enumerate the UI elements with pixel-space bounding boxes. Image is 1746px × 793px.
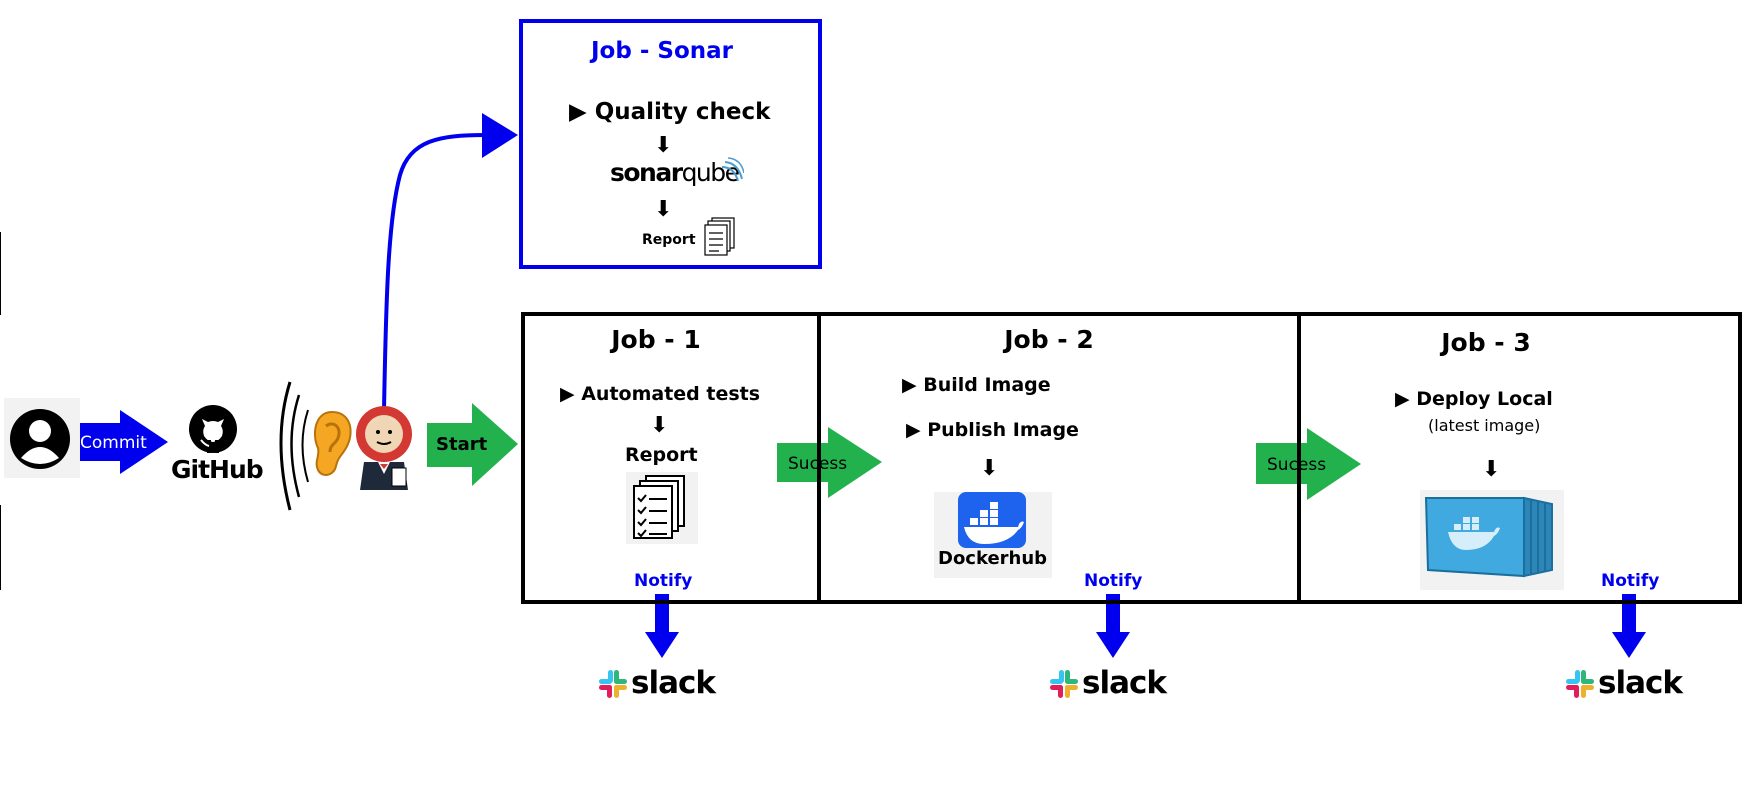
- job-1-report-label: Report: [625, 444, 698, 466]
- job-2-step-publish-image: ▶ Publish Image: [906, 419, 1079, 441]
- job-3-title: Job - 3: [1441, 328, 1531, 357]
- start-arrow: [427, 403, 518, 486]
- job-3-notify-label: Notify: [1601, 571, 1660, 591]
- success-label-2: Sucess: [1267, 455, 1327, 475]
- slack-wordmark: slack: [1082, 665, 1167, 701]
- slack-logo-2: slack: [1049, 665, 1167, 704]
- sonar-trigger-curve: [382, 133, 486, 411]
- job-2-title: Job - 2: [1004, 325, 1094, 354]
- github-icon: [188, 404, 238, 454]
- start-label: Start: [436, 434, 488, 455]
- success-arrow-1: [777, 427, 882, 498]
- container-icon: [1420, 490, 1564, 595]
- job-2-down-arrow: ⬇: [980, 455, 999, 480]
- sonar-trigger-arrowhead: [482, 113, 518, 158]
- job-3-step-deploy-local: ▶ Deploy Local: [1395, 388, 1553, 410]
- job-divider-1: [817, 312, 821, 604]
- sonarqube-logo: sonarqube: [610, 158, 740, 187]
- report-icon: [704, 217, 736, 262]
- slack-logo-1: slack: [598, 665, 716, 704]
- job-3-step-sub: (latest image): [1428, 416, 1541, 435]
- pipeline-box: [521, 312, 1742, 604]
- job-1-step-automated-tests: ▶ Automated tests: [560, 383, 761, 405]
- commit-label: Commit: [80, 433, 147, 453]
- slack-icon: [1050, 670, 1078, 698]
- sonar-down-arrow-1: ⬇: [654, 132, 673, 157]
- job-2-notify-label: Notify: [1084, 571, 1143, 591]
- success-arrow-2: [1256, 428, 1361, 500]
- job-1-notify-label: Notify: [634, 571, 693, 591]
- success-label-1: Sucess: [788, 454, 848, 474]
- sonar-down-arrow-2: ⬇: [654, 196, 673, 221]
- signal-waves-icon: [279, 381, 309, 511]
- sonarqube-waves-icon: [720, 157, 745, 188]
- job-1-down-arrow: ⬇: [650, 412, 669, 437]
- slack-icon: [1566, 670, 1594, 698]
- github-label: GitHub: [171, 455, 264, 484]
- slack-icon: [599, 670, 627, 698]
- user-icon: [4, 398, 80, 478]
- notify-arrow-1: [645, 594, 679, 658]
- job-2-step-build-image: ▶ Build Image: [902, 374, 1051, 396]
- job-sonar-title: Job - Sonar: [591, 38, 733, 64]
- notify-arrow-3: [1612, 594, 1646, 658]
- sonar-step-quality-check: ▶ Quality check: [569, 99, 771, 125]
- job-3-down-arrow: ⬇: [1482, 456, 1501, 481]
- ear-icon: [308, 408, 356, 480]
- job-sonar-box: [519, 19, 822, 269]
- dockerhub-label: Dockerhub: [938, 548, 1048, 569]
- slack-logo-3: slack: [1565, 665, 1683, 704]
- sonarqube-logo-bold: sonar: [610, 158, 683, 187]
- slack-wordmark: slack: [1598, 665, 1683, 701]
- job-1-title: Job - 1: [611, 325, 701, 354]
- report-icon: [626, 472, 698, 549]
- jenkins-icon: [352, 404, 416, 490]
- notify-arrow-2: [1096, 594, 1130, 658]
- sonar-report-label: Report: [642, 232, 696, 248]
- slack-wordmark: slack: [631, 665, 716, 701]
- commit-arrow: [75, 410, 168, 474]
- job-divider-2: [1297, 312, 1301, 604]
- docker-icon: [934, 492, 1052, 578]
